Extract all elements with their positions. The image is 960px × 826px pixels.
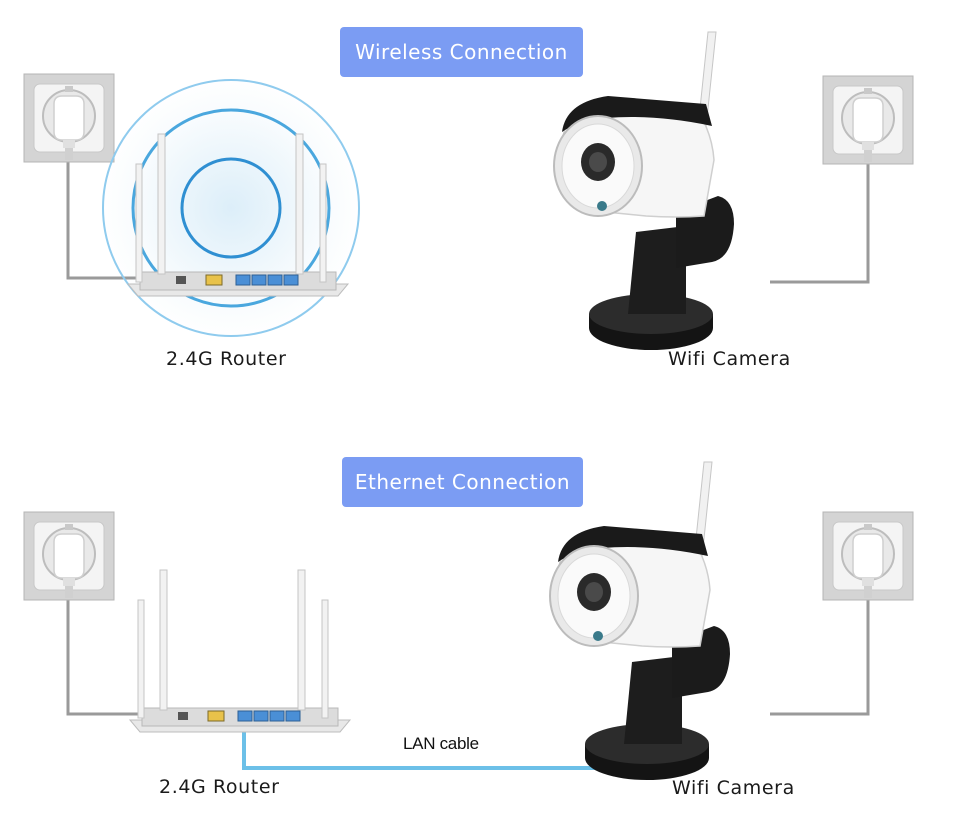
wireless-connection-banner: Wireless Connection (340, 27, 583, 77)
camera-label: Wifi Camera (668, 348, 791, 370)
power-outlet-icon (822, 511, 914, 601)
power-cord (66, 598, 140, 716)
ethernet-connection-banner: Ethernet Connection (342, 457, 583, 507)
ethernet-section (23, 461, 914, 781)
power-cord (770, 160, 870, 284)
power-cord (770, 598, 870, 716)
camera-label: Wifi Camera (672, 777, 795, 799)
router-label: 2.4G Router (159, 776, 280, 798)
lan-cable-label: LAN cable (403, 734, 479, 753)
power-outlet-icon (822, 75, 914, 165)
power-outlet-icon (23, 73, 115, 163)
wireless-section (23, 31, 914, 351)
wifi-camera-icon (549, 461, 731, 781)
power-cord (66, 160, 140, 280)
router-label: 2.4G Router (166, 348, 287, 370)
wifi-camera-icon (553, 31, 735, 351)
power-outlet-icon (23, 511, 115, 601)
router-icon (129, 569, 351, 733)
